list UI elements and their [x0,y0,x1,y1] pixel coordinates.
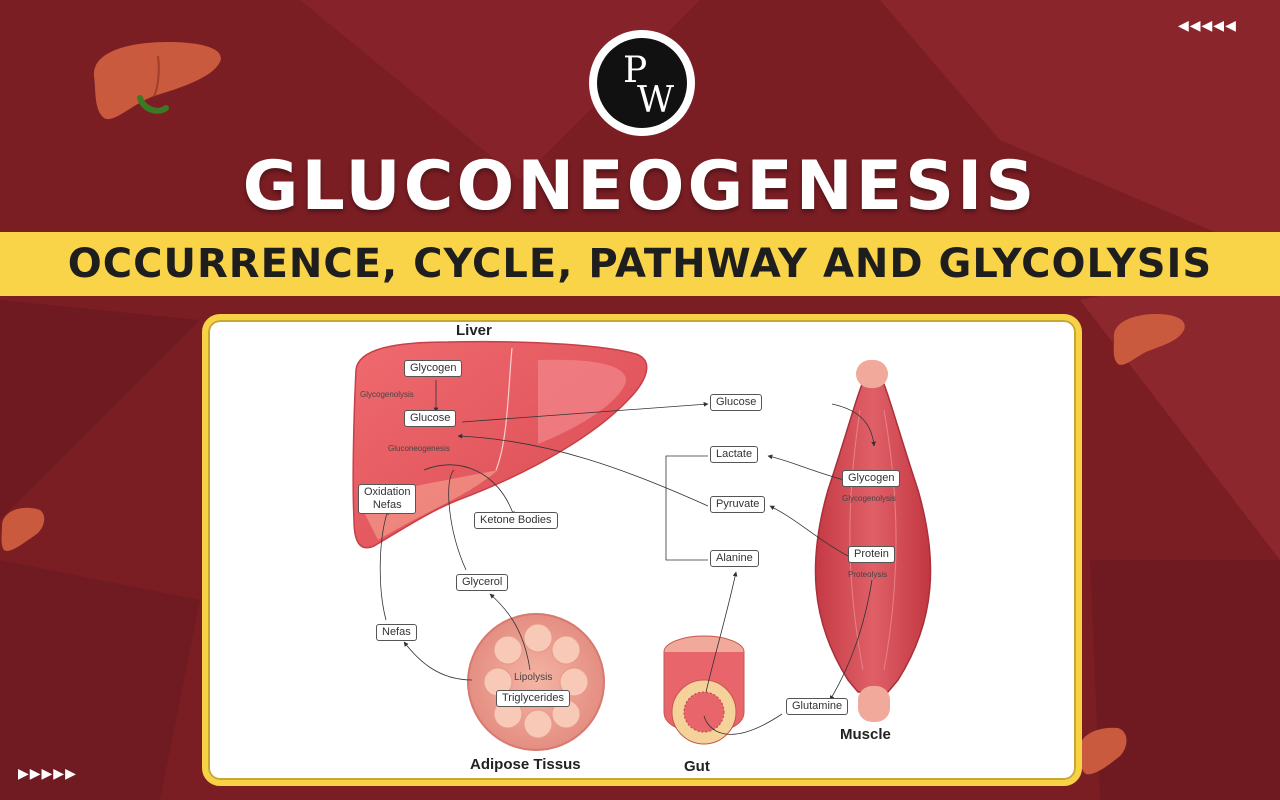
triglycerides-label: Triglycerides [496,690,570,707]
liver-oxidation-label: Oxidation Nefas [358,484,417,514]
arrow-protein-glutamine [829,579,873,701]
liver-decor-icon [1079,727,1127,775]
arrow-lactate-alanine [665,455,708,561]
pyruvate-label: Pyruvate [710,496,766,513]
alanine-label: Alanine [710,550,759,567]
lipolysis-label: Lipolysis [514,672,553,683]
arrows-decor: ▶▶▶▶▶ [18,766,77,782]
liver-glycogen-label: Glycogen [404,360,463,377]
arrow-gut-alanine [705,571,738,693]
arrow-glycerol-liver [448,469,467,571]
muscle-tendon-top [856,360,888,388]
liver-glucose-label: Glucose [404,410,457,427]
muscle-tendon-bottom [858,686,890,722]
glycerol-label: Glycerol [456,574,509,591]
gut-lumen [683,691,725,733]
label-liver: Liver [456,322,492,339]
muscle-glycogen-label: Glycogen [842,470,901,487]
muscle-shape [814,369,932,693]
arrow-muscle-glycogen [831,403,876,447]
adipose-cells [483,623,589,739]
arrow-adipose-nefas [403,641,473,681]
subtitle-band: OCCURRENCE, CYCLE, PATHWAY AND GLYCOLYSI… [0,232,1280,296]
label-adipose: Adipose Tissus [470,756,581,773]
pw-logo-inner: P W [597,38,687,128]
oxidation-nefas-text: Nefas [372,499,402,511]
lactate-label: Lactate [710,446,759,463]
arrow-adipose-glycerol [489,593,531,671]
arrow-nefas-liver [379,509,389,621]
liver-decor-icon [1113,314,1185,365]
label-gut: Gut [684,758,710,775]
liver-highlight [538,359,627,444]
liver-glycogenolysis-label: Glycogenolysis [360,390,414,399]
page-subtitle: OCCURRENCE, CYCLE, PATHWAY AND GLYCOLYSI… [67,241,1213,287]
pw-logo: P W [589,30,695,136]
logo-letter-p: P [623,50,648,91]
liver-decor-icon [1,507,45,551]
nefas-label: Nefas [376,624,417,641]
glutamine-label: Glutamine [786,698,849,715]
arrow-glycogen-lactate [767,454,845,481]
liver-decor-icon [93,42,221,120]
diagram-card: Liver Muscle Adipose Tissus Gut Glycogen… [202,314,1082,786]
arrow-liver-ketone [423,464,515,517]
page-title: GLUCONEOGENESIS [242,147,1038,226]
arrow-glucose-out [461,401,709,423]
muscle-glycogenolysis-label: Glycogenolysis [842,494,896,503]
muscle-proteolysis-label: Proteolysis [848,570,888,579]
ketone-bodies-label: Ketone Bodies [474,512,558,529]
label-muscle: Muscle [840,726,891,743]
muscle-fiber-line [883,409,897,671]
oxidation-text: Oxidation [364,486,411,498]
muscle-protein-label: Protein [848,546,895,563]
liver-lobe-line [495,347,513,471]
muscle-fiber-line [849,409,864,671]
arrow-protein-pyruvate [769,505,849,557]
glucose-label: Glucose [710,394,763,411]
logo-letter-w: W [637,80,675,121]
liver-underside [358,470,498,540]
arrows-decor: ◀◀◀◀◀ [1178,18,1237,34]
liver-gluconeogenesis-label: Gluconeogenesis [388,444,450,453]
arrow-glutamine-gut [703,713,783,735]
diagram-graphics [352,340,932,751]
arrow-pyruvate-glucose [457,433,709,507]
